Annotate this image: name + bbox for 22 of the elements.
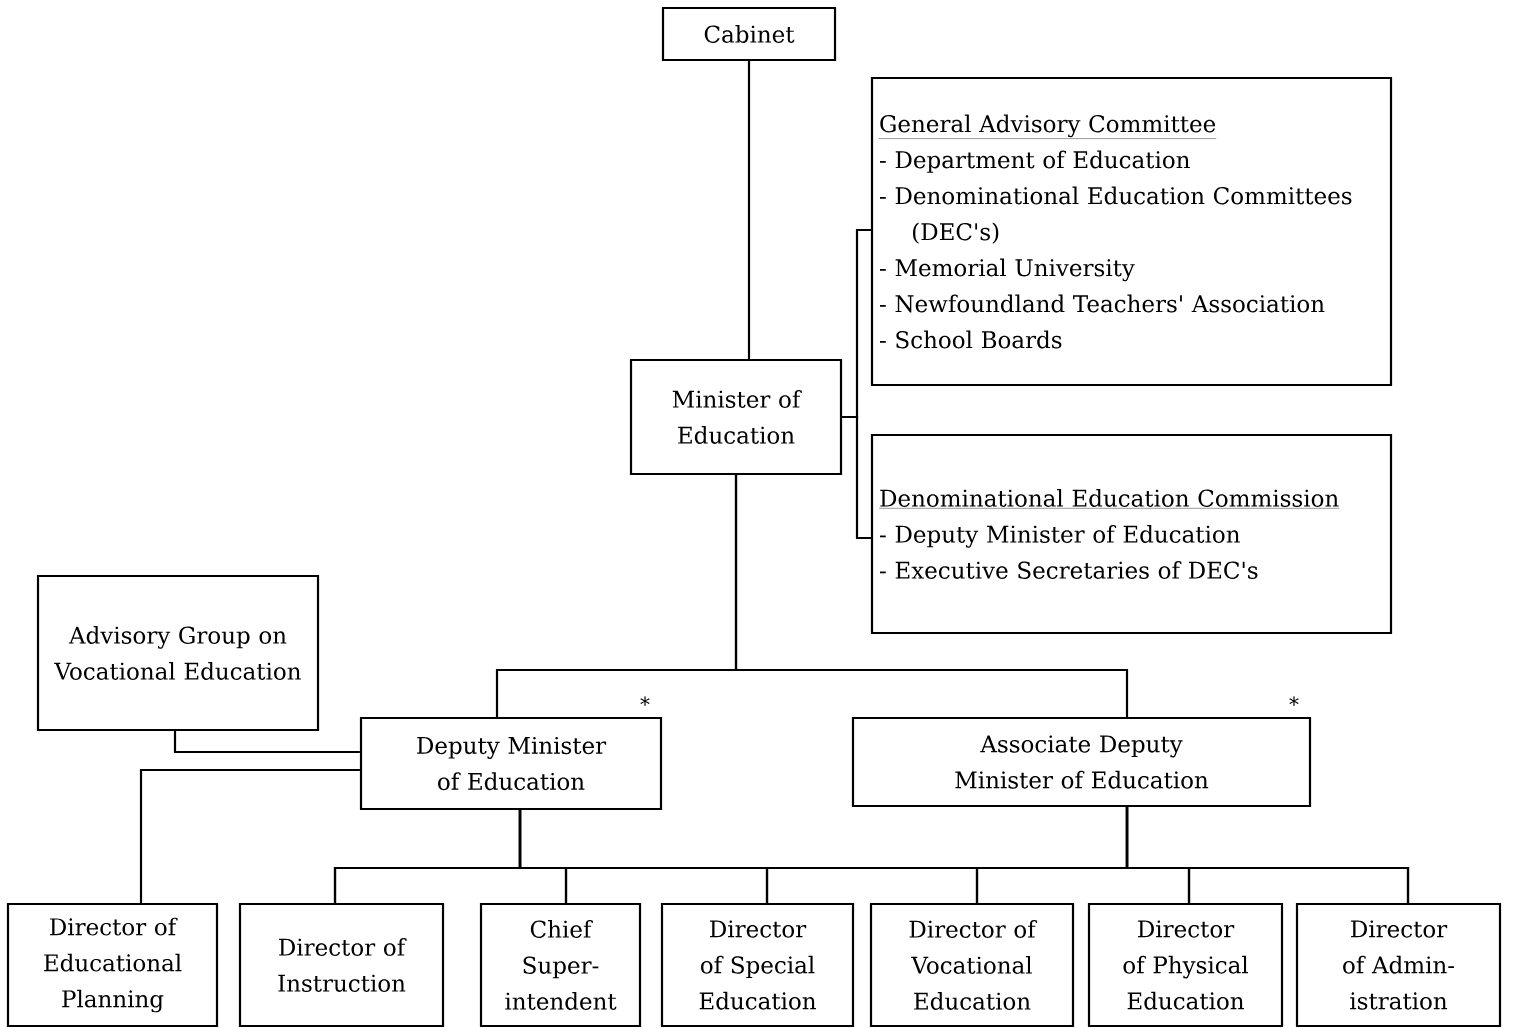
- org-box: Cabinet: [661, 6, 837, 62]
- org-box: Associate Deputy Minister of Education: [851, 716, 1312, 808]
- committee-box: Denominational Education Commission - Deputy Minister of Education - Executive Secretaries of DEC's: [870, 433, 1393, 635]
- connector-line: [173, 731, 360, 754]
- org-box: Minister of Education: [629, 358, 843, 476]
- asterisk-mark: *: [640, 696, 650, 706]
- connector-line: [139, 768, 360, 903]
- org-box: Deputy Minister of Education: [359, 716, 663, 811]
- org-box: Advisory Group on Vocational Education: [36, 574, 320, 732]
- connector-line: [842, 415, 871, 540]
- org-box: Chief Super- intendent: [479, 902, 642, 1028]
- committee-box: General Advisory Committee - Department of Education - Denominational Education Committees (DEC's) - Memorial University - Newfoundland Teachers' Association - School Boards: [870, 76, 1393, 387]
- org-box: Director of Instruction: [238, 902, 445, 1028]
- org-box: Director of Physical Education: [1087, 902, 1284, 1028]
- connector-line: [747, 61, 751, 359]
- org-box: Director of Special Education: [660, 902, 855, 1028]
- org-box: Director of Educational Planning: [6, 902, 219, 1028]
- org-box: Director of Admin- istration: [1295, 902, 1502, 1028]
- connector-line: [1125, 807, 1410, 903]
- org-box: Director of Vocational Education: [869, 902, 1075, 1028]
- asterisk-mark: *: [1289, 696, 1299, 706]
- connector-line: [734, 475, 1129, 717]
